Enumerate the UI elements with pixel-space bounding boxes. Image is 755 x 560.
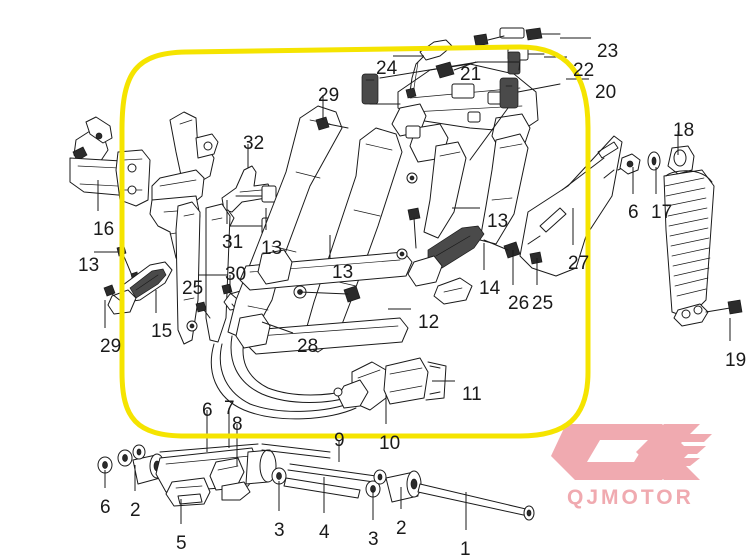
- callout-6: 6: [628, 202, 639, 223]
- part-21-22-23-blocks: [361, 27, 561, 161]
- part-center-column: [149, 111, 231, 345]
- highlight-outline: [119, 44, 591, 439]
- part-14-footpeg-right: [407, 207, 543, 305]
- callout-22: 22: [573, 60, 595, 81]
- callout-19: 19: [725, 350, 747, 371]
- callout-23: 23: [597, 41, 619, 62]
- callout-1: 1: [460, 539, 471, 560]
- callout-25: 25: [182, 278, 204, 299]
- qjmotor-logo-mark: [551, 424, 712, 480]
- callout-29: 29: [100, 336, 122, 357]
- callout-8: 8: [232, 414, 243, 435]
- part-18-shock-absorber: [619, 145, 743, 327]
- callout-24: 24: [376, 58, 398, 79]
- callout-13: 13: [487, 211, 509, 232]
- callout-13: 13: [332, 262, 354, 283]
- callout-31: 31: [222, 232, 244, 253]
- callout-3: 3: [368, 529, 379, 550]
- leader-lines: [94, 37, 731, 530]
- callout-7: 7: [224, 398, 235, 419]
- callout-12: 12: [418, 312, 440, 333]
- callout-18: 18: [673, 120, 695, 141]
- qjmotor-wordmark: QJMOTOR: [567, 486, 694, 509]
- part-27-side-panel: [519, 135, 631, 277]
- callout-11: 11: [462, 384, 482, 405]
- callout-27: 27: [568, 253, 590, 274]
- callout-9: 9: [334, 430, 345, 451]
- part-bottom-axle-group: [97, 443, 535, 521]
- callout-2: 2: [396, 518, 407, 539]
- callout-6: 6: [202, 400, 213, 421]
- part-9-10-11-rear: [333, 357, 447, 411]
- callout-29: 29: [318, 85, 340, 106]
- callout-10: 10: [379, 433, 401, 454]
- callout-21: 21: [460, 64, 482, 85]
- callout-15: 15: [151, 321, 173, 342]
- callout-13: 13: [78, 255, 100, 276]
- part-25-bolt-left: [195, 301, 211, 319]
- callout-5: 5: [176, 533, 187, 554]
- callout-25: 25: [532, 293, 554, 314]
- callout-16: 16: [93, 219, 115, 240]
- callout-13: 13: [261, 238, 283, 259]
- callout-32: 32: [243, 133, 265, 154]
- leader-40: [261, 321, 294, 334]
- callout-3: 3: [274, 520, 285, 541]
- callout-4: 4: [319, 522, 330, 543]
- part-29-bolt-top: [315, 116, 349, 131]
- callout-6: 6: [100, 497, 111, 518]
- callout-28: 28: [297, 336, 319, 357]
- callout-30: 30: [225, 264, 247, 285]
- callout-20: 20: [595, 82, 617, 103]
- callout-17: 17: [651, 202, 673, 223]
- callout-14: 14: [479, 278, 501, 299]
- callout-2: 2: [130, 500, 141, 521]
- part-main-frame: [210, 105, 413, 420]
- callout-26: 26: [508, 293, 530, 314]
